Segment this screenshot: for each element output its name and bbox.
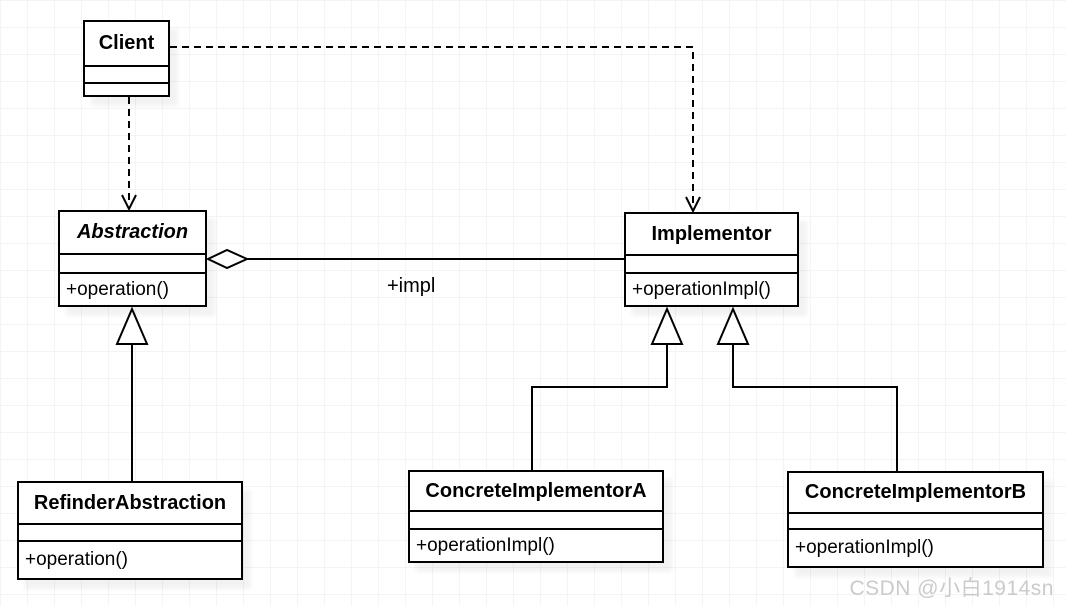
csdn-watermark: CSDN @小白1914sn xyxy=(849,577,1054,600)
dependency-edge-client-to-abstraction xyxy=(121,97,137,212)
class-client-attributes xyxy=(85,67,168,84)
class-abstraction-attributes xyxy=(60,255,205,274)
class-implementor: Implementor +operationImpl() xyxy=(624,212,799,307)
generalization-triangle-icon xyxy=(115,306,149,345)
class-concreteimplementora-attributes xyxy=(410,512,662,530)
open-arrowhead-icon xyxy=(121,194,137,212)
class-concreteimplementora-methods: +operationImpl() xyxy=(416,534,555,556)
class-implementor-attributes xyxy=(626,256,797,274)
aggregation-diamond-icon xyxy=(205,248,250,270)
class-refinderabstraction-attributes xyxy=(19,525,241,542)
class-implementor-title: Implementor xyxy=(626,214,797,256)
class-client-title: Client xyxy=(85,22,168,67)
generalization-edge-refinderabstraction-to-abstraction xyxy=(115,306,149,481)
class-refinderabstraction-methods: +operation() xyxy=(25,549,128,570)
open-arrowhead-icon xyxy=(685,196,701,214)
generalization-triangle-icon xyxy=(716,306,750,345)
class-implementor-methods: +operationImpl() xyxy=(632,278,771,300)
aggregation-edge-abstraction-to-implementor: +impl xyxy=(205,248,624,297)
generalization-edge-concreteimplementorb-to-implementor xyxy=(716,306,898,471)
class-client-methods xyxy=(85,84,168,95)
class-refinderabstraction-title: RefinderAbstraction xyxy=(19,483,241,525)
class-abstraction-methods: +operation() xyxy=(66,278,169,300)
class-concreteimplementorb-attributes xyxy=(789,514,1042,530)
class-abstraction: Abstraction +operation() xyxy=(58,210,207,307)
class-concreteimplementora-title: ConcreteImplementorA xyxy=(410,472,662,512)
class-concreteimplementorb-methods: +operationImpl() xyxy=(795,537,934,558)
class-client: Client xyxy=(83,20,170,97)
class-refinderabstraction: RefinderAbstraction +operation() xyxy=(17,481,243,580)
dependency-edge-client-to-implementor xyxy=(170,46,701,214)
edge-label-impl: +impl xyxy=(387,275,435,297)
class-concreteimplementorb: ConcreteImplementorB +operationImpl() xyxy=(787,471,1044,568)
generalization-triangle-icon xyxy=(650,306,684,345)
class-concreteimplementorb-title: ConcreteImplementorB xyxy=(789,473,1042,514)
class-concreteimplementora: ConcreteImplementorA +operationImpl() xyxy=(408,470,664,563)
generalization-edge-concreteimplementora-to-implementor xyxy=(531,306,684,470)
class-abstraction-title: Abstraction xyxy=(60,212,205,255)
